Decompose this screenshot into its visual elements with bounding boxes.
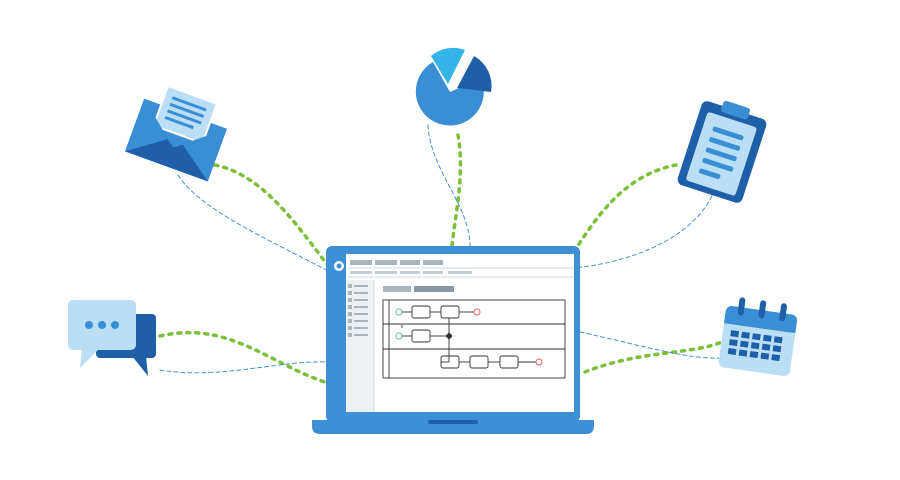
tree-item[interactable]	[348, 291, 352, 295]
connector-clipboard-green	[573, 163, 678, 252]
menu-item[interactable]	[350, 260, 372, 265]
tree-item[interactable]	[348, 298, 352, 302]
end-node[interactable]	[535, 358, 543, 366]
connector-email-blue	[177, 174, 331, 273]
app-sidebar-rail	[332, 254, 346, 412]
end-node[interactable]	[473, 308, 481, 316]
workflow-diagram	[382, 299, 566, 379]
tree-item[interactable]	[348, 319, 352, 323]
pie-slice-main	[415, 62, 484, 126]
connector-pie-green	[450, 133, 463, 248]
calendar-icon	[718, 297, 798, 376]
laptop	[312, 246, 594, 434]
connector-calendar-blue	[579, 331, 723, 359]
laptop-base	[312, 420, 594, 434]
connector-pie-blue	[427, 124, 471, 247]
editor-tab-active[interactable]	[414, 286, 454, 292]
pie-chart-icon	[415, 47, 492, 126]
connector-calendar-green	[583, 340, 724, 374]
connector-chat-blue	[159, 361, 327, 374]
pie-slice-light	[431, 47, 465, 84]
connector-chat-green	[158, 330, 330, 385]
tree-item[interactable]	[348, 326, 352, 330]
envelope-icon	[125, 84, 227, 182]
menu-item[interactable]	[423, 260, 443, 265]
chat-bubbles-icon	[68, 300, 156, 376]
app-tree-panel	[346, 280, 375, 412]
connector-clipboard-blue	[574, 195, 713, 269]
connector-email-green	[213, 163, 332, 270]
clipboard-icon	[677, 100, 767, 203]
connector-lines	[158, 124, 724, 385]
app-window	[332, 254, 574, 412]
menu-item[interactable]	[400, 260, 420, 265]
app-top-menu	[348, 260, 574, 278]
menu-item[interactable]	[375, 260, 397, 265]
tree-item[interactable]	[348, 284, 352, 288]
tree-item[interactable]	[348, 312, 352, 316]
tree-item[interactable]	[348, 333, 352, 337]
editor-tab[interactable]	[383, 286, 411, 292]
pie-slice-dark	[457, 56, 492, 92]
tree-item[interactable]	[348, 305, 352, 309]
